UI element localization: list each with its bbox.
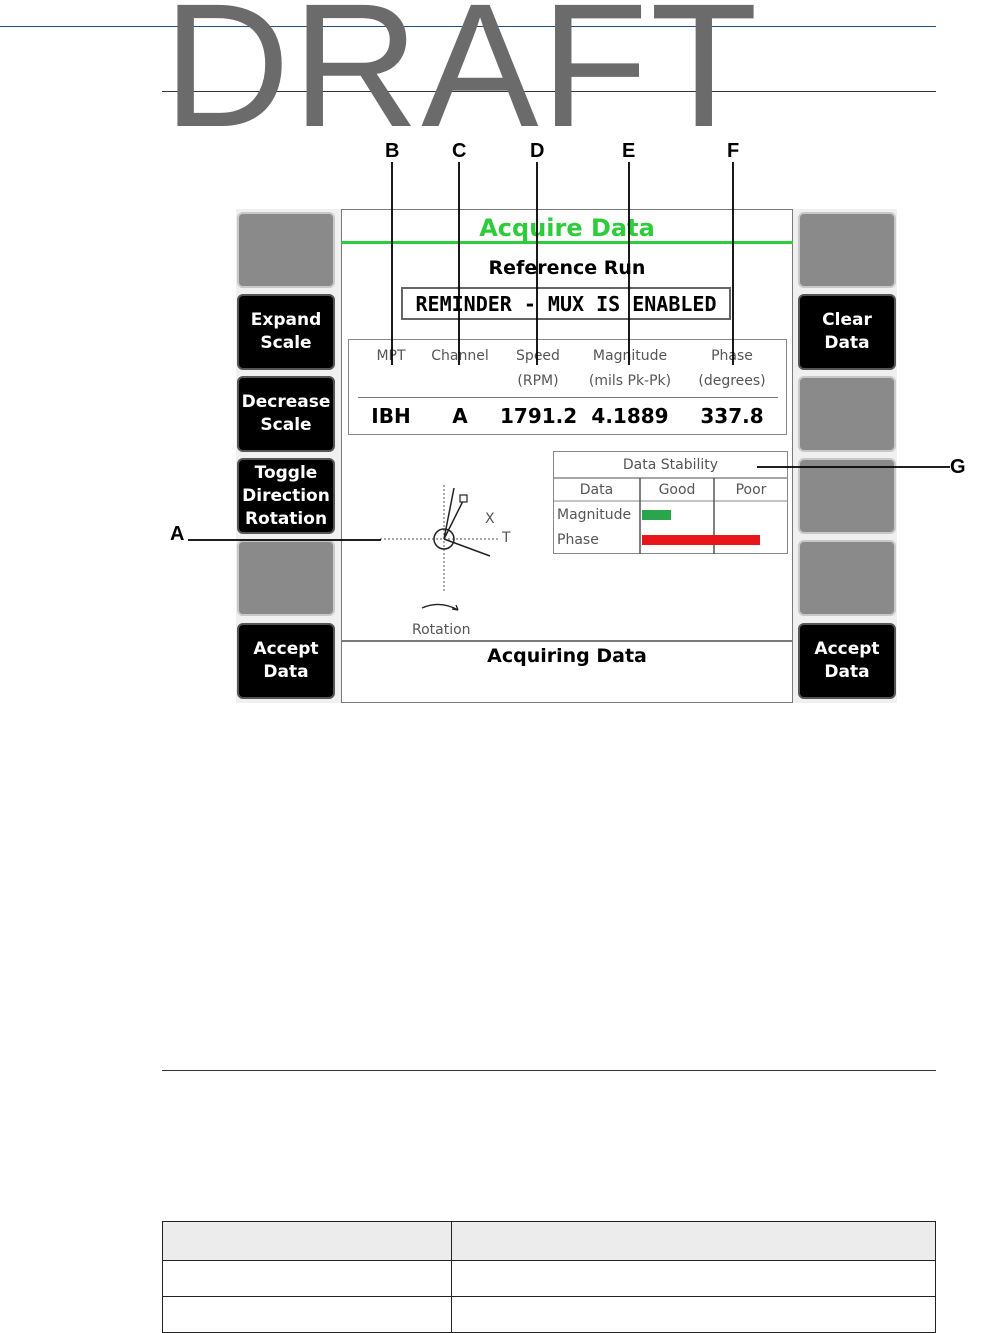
table-separator (358, 397, 778, 398)
reference-vector (443, 487, 455, 540)
toggle-direction-rotation-label: Toggle Direction Rotation (242, 462, 330, 529)
stability-row-phase: Phase (557, 532, 599, 548)
softkey-right-5[interactable] (798, 540, 896, 616)
header-phase: Phase (degrees) (690, 344, 774, 394)
value-phase: 337.8 (700, 404, 764, 428)
callout-d: D (530, 140, 545, 162)
callout-c: C (452, 140, 467, 162)
main-panel (341, 209, 793, 703)
rotation-arrow-icon (421, 603, 459, 611)
reference-table (162, 1221, 936, 1333)
reference-table-cell (451, 1260, 936, 1297)
draft-watermark: DRAFT (163, 0, 760, 164)
callout-f: F (727, 140, 740, 162)
clear-data-label: Clear Data (822, 310, 872, 353)
accept-data-button-right[interactable]: Accept Data (798, 623, 896, 699)
header-mpt: MPT (361, 344, 421, 369)
phase-stability-bar (642, 535, 760, 545)
accept-data-right-label: Accept Data (814, 639, 880, 682)
value-speed: 1791.2 (500, 404, 578, 428)
header-channel-line1: Channel (431, 348, 489, 364)
title-underline (341, 241, 793, 244)
reference-table-cell (451, 1296, 936, 1333)
status-separator (341, 640, 793, 642)
expand-scale-button[interactable]: Expand Scale (237, 294, 335, 370)
mux-reminder: REMINDER - MUX IS ENABLED (401, 287, 731, 320)
footer-rule (162, 1070, 936, 1071)
softkey-left-1[interactable] (237, 212, 335, 288)
header-rule (162, 91, 936, 92)
t-vector (443, 538, 491, 557)
expand-scale-label: Expand Scale (250, 310, 322, 353)
callout-lines (188, 162, 950, 541)
probe-marker (459, 494, 468, 503)
acquiring-status: Acquiring Data (487, 645, 647, 667)
accept-data-left-label: Accept Data (253, 639, 319, 682)
accept-data-button-left[interactable]: Accept Data (237, 623, 335, 699)
decrease-scale-button[interactable]: Decrease Scale (237, 376, 335, 452)
reference-table-header (162, 1221, 936, 1261)
table-row (162, 1296, 936, 1333)
rotation-label: Rotation (412, 622, 471, 638)
magnitude-stability-bar (642, 510, 671, 520)
reference-table-cell (162, 1260, 452, 1297)
polar-t-label: T (502, 530, 511, 546)
stability-title: Data Stability (622, 457, 719, 473)
mux-reminder-text: REMINDER - MUX IS ENABLED (415, 291, 717, 316)
header-magnitude-line1: Magnitude (592, 348, 668, 364)
stability-grid (553, 477, 788, 554)
header-magnitude: Magnitude (mils Pk-Pk) (578, 344, 682, 394)
x-probe-vector (443, 500, 464, 540)
polar-vector-plot (380, 485, 498, 611)
rotation-arrow-head-icon (451, 604, 459, 611)
header-rule-top (0, 26, 936, 27)
callout-g: G (950, 456, 966, 478)
softkey-right-3[interactable] (798, 376, 896, 452)
polar-origin-circle (433, 528, 455, 550)
reference-table-cell (162, 1221, 452, 1261)
stability-col-data: Data (579, 482, 614, 498)
toggle-direction-rotation-button[interactable]: Toggle Direction Rotation (237, 458, 335, 534)
clear-data-button[interactable]: Clear Data (798, 294, 896, 370)
softkey-right-4[interactable] (798, 458, 896, 534)
header-speed: Speed (RPM) (504, 344, 572, 394)
stability-col-poor: Poor (735, 482, 767, 498)
screen-subtitle: Reference Run (488, 257, 646, 279)
reference-table-cell (162, 1296, 452, 1333)
header-phase-line2: (degrees) (698, 373, 766, 389)
decrease-scale-label: Decrease Scale (241, 392, 331, 435)
header-phase-line1: Phase (711, 348, 753, 364)
value-channel: A (452, 404, 468, 428)
header-magnitude-line2: (mils Pk-Pk) (588, 373, 672, 389)
data-stability-panel (553, 451, 788, 554)
callout-e: E (622, 140, 636, 162)
header-speed-line1: Speed (516, 348, 560, 364)
table-row (162, 1260, 936, 1297)
value-mpt: IBH (371, 404, 411, 428)
callout-a: A (170, 523, 185, 545)
data-table (348, 339, 787, 435)
header-speed-line2: (RPM) (517, 373, 559, 389)
softkey-left-5[interactable] (237, 540, 335, 616)
stability-row-magnitude: Magnitude (557, 507, 632, 523)
reference-table-cell (451, 1221, 936, 1261)
callout-b: B (385, 140, 400, 162)
softkey-right-1[interactable] (798, 212, 896, 288)
header-mpt-line1: MPT (376, 348, 406, 364)
value-magnitude: 4.1889 (591, 404, 669, 428)
polar-x-label: X (485, 511, 495, 527)
stability-col-good: Good (658, 482, 696, 498)
screen-title: Acquire Data (479, 214, 655, 242)
header-channel: Channel (424, 344, 496, 369)
